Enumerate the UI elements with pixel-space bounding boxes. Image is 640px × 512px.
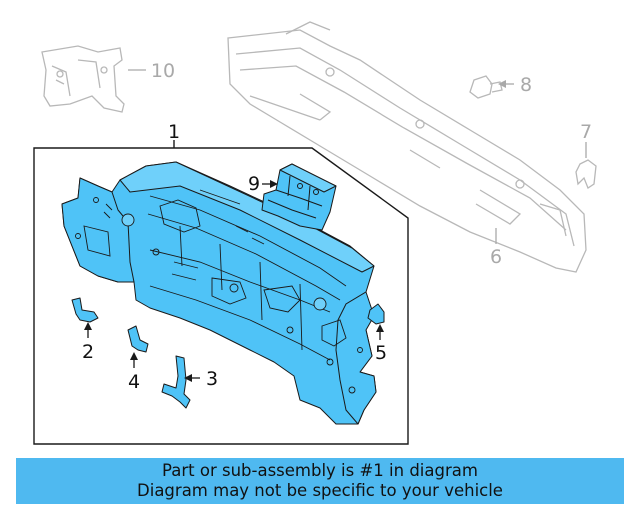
banner-line-2: Diagram may not be specific to your vehi… — [137, 481, 503, 500]
callout-3: 3 — [206, 368, 218, 390]
part-1-rear-panel — [61, 161, 377, 425]
assembly-box — [33, 147, 409, 445]
callout-8: 8 — [520, 74, 532, 96]
part-5-bracket — [367, 303, 385, 325]
banner-line-1: Part or sub-assembly is #1 in diagram — [162, 461, 478, 480]
part-6-crossmember — [227, 21, 587, 273]
callout-4: 4 — [128, 371, 140, 393]
part-1-details — [75, 189, 363, 394]
part-3-bracket — [161, 355, 191, 409]
callout-5: 5 — [375, 342, 387, 364]
part-8-bolt — [469, 75, 503, 99]
info-banner: Part or sub-assembly is #1 in diagram Di… — [16, 458, 624, 504]
parts-diagram: 1 2 3 4 5 6 7 8 9 10 — [33, 21, 597, 445]
part-7-clip — [575, 159, 597, 189]
callout-10: 10 — [151, 60, 175, 82]
callout-9: 9 — [248, 173, 260, 195]
callout-7: 7 — [580, 121, 592, 143]
callout-2: 2 — [82, 341, 94, 363]
part-9-bracket — [261, 163, 337, 231]
part-10-bracket — [41, 45, 125, 113]
part-2-bracket — [71, 297, 99, 323]
callout-6: 6 — [490, 246, 502, 268]
part-4-bracket — [127, 325, 149, 353]
callout-1: 1 — [168, 121, 180, 143]
